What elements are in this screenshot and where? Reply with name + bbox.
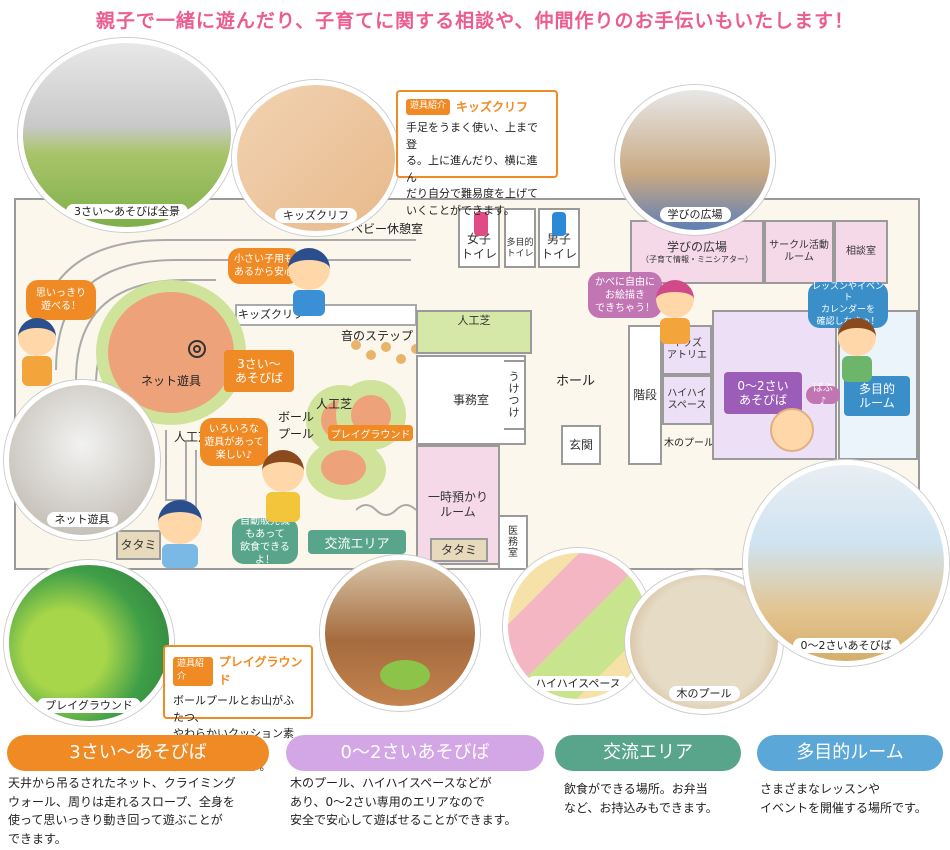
playground-tag: プレイグラウンド xyxy=(328,425,413,441)
area3-tag: 3さい～あそびば xyxy=(224,350,294,392)
haihai-room: ハイハイスペース xyxy=(662,375,712,425)
tatami-left: タタミ xyxy=(116,530,161,560)
character-girl-right xyxy=(656,280,694,344)
photo-net: ネット遊具 xyxy=(4,380,160,540)
consult-room: 相談室 xyxy=(834,220,888,284)
photo-zero2: 0～2さいあそびば xyxy=(743,460,949,666)
photo-manabi: 学びの広場 xyxy=(615,85,775,235)
bubble-iroiro: いろいろな遊具があって楽しい♪ xyxy=(200,418,268,466)
info-playground-tag: 遊具紹介 xyxy=(173,656,213,686)
bubble-omoikkiri: 思いっきり遊べる！ xyxy=(26,280,96,320)
photo-kidsclif: キッズクリフ xyxy=(232,80,400,236)
character-girl-mid xyxy=(262,450,304,522)
section-title-koryu: 交流エリア xyxy=(555,735,741,771)
section-desc-tamokuteki: さまざまなレッスンやイベントを開催する場所です。 xyxy=(760,782,927,815)
section-title-0-2sai: 0～2さいあそびば xyxy=(286,735,544,771)
zero2-tag: 0～2さいあそびば xyxy=(724,372,802,414)
photo-koryu xyxy=(320,555,480,711)
center-target-icon xyxy=(188,340,206,358)
character-baby xyxy=(770,408,814,452)
section-desc-koryu: 飲食ができる場所。お弁当など、お持込みもできます。 xyxy=(564,782,718,815)
info-playground-title: プレイグラウンド xyxy=(218,655,303,687)
oto-step-label: 音のステップ xyxy=(341,329,414,343)
baby-rest-label: ベビー休憩室 xyxy=(351,222,424,236)
photo-zenkei: 3さい～あそびば全景 xyxy=(18,38,236,232)
circle-room: サークル活動ルーム xyxy=(764,220,834,284)
floor-map: ネット遊具 ベビー休憩室 キッズクリフ 音のステップ 人工芝 人工芝 ボールプー… xyxy=(14,198,920,570)
hall-label: ホール xyxy=(556,374,596,389)
info-kidsclif-tag: 遊具紹介 xyxy=(406,99,451,115)
koryu-area-tag: 交流エリア xyxy=(308,530,406,554)
genkan: 玄関 xyxy=(561,425,601,465)
ball-pool-label: ボールプール xyxy=(278,410,315,441)
uketsuke: うけつけ xyxy=(504,360,526,430)
section-title-tamokuteki: 多目的ルーム xyxy=(757,735,943,771)
kinopool-map-label: 木のプール xyxy=(664,438,714,449)
info-kidsclif-title: キッズクリフ xyxy=(456,100,529,114)
character-boy-left xyxy=(18,318,56,386)
character-boy-right xyxy=(838,318,876,382)
girls-toilet-icon xyxy=(474,212,488,236)
multi-toilet: 多目的トイレ xyxy=(504,208,536,268)
character-boy-top xyxy=(288,248,330,316)
photo-playground: プレイグラウンド xyxy=(4,560,174,726)
character-staff xyxy=(158,500,202,568)
info-kidsclif: 遊具紹介キッズクリフ 手足をうまく使い、上まで登る。上に進んだり、横に進んだり自… xyxy=(396,90,558,217)
bubble-kabe: かべに自由にお絵描きできちゃう！ xyxy=(588,272,662,318)
tatami-mid: タタミ xyxy=(430,538,488,562)
net-yugu-label: ネット遊具 xyxy=(141,374,202,388)
page-headline: 親子で一緒に遊んだり、子育てに関する相談や、仲間作りのお手伝いもいたします！ xyxy=(95,10,855,32)
boys-toilet-icon xyxy=(552,212,566,236)
playground-mound-3-top xyxy=(321,450,366,485)
section-title-3sai: 3さい～あそびば xyxy=(7,735,269,771)
koryu-floor-sign xyxy=(380,660,430,690)
tamokuteki-tag: 多目的ルーム xyxy=(844,376,910,416)
bubble-babu: ばぶ♪ xyxy=(806,383,840,407)
jinkoshiba-mid-label: 人工芝 xyxy=(316,397,353,411)
kidsclif-map-label: キッズクリフ xyxy=(238,308,304,321)
section-desc-0-2sai: 木のプール、ハイハイスペースなどがあり、0～2さい専用のエリアなので安全で安心し… xyxy=(290,776,517,828)
iryou-room: 医務室 xyxy=(498,515,528,570)
kaidan: 階段 xyxy=(628,325,662,465)
bubble-jihanki: 自動販売機もあって飲食できるよ！ xyxy=(232,516,298,566)
jinkoshiba-top-room: 人工芝 xyxy=(416,310,532,354)
section-desc-3sai: 天井から吊るされたネット、クライミングウォール、周りは走れるスロープ、全身を使っ… xyxy=(8,776,236,846)
hall-wave xyxy=(356,504,416,516)
